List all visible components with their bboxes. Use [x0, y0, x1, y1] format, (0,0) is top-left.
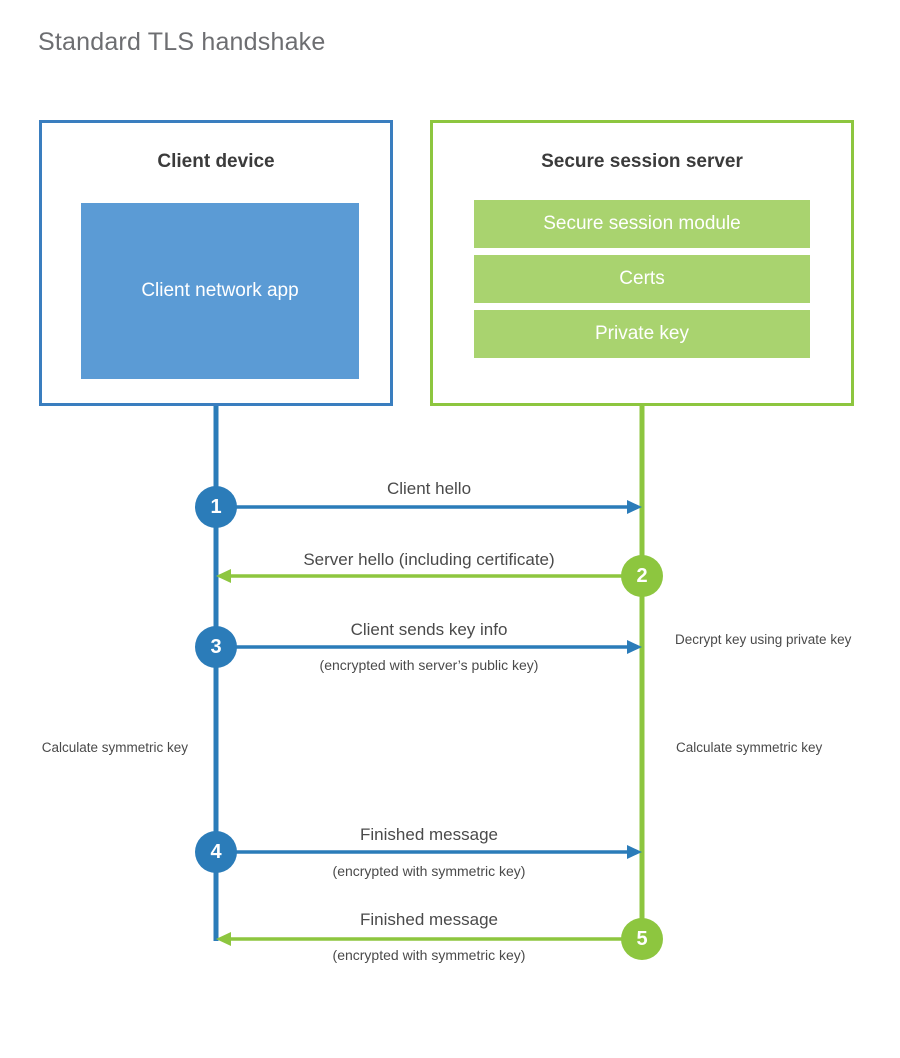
step-circle-5: 5 — [621, 918, 663, 960]
arrow-step-2 — [216, 569, 642, 583]
step-label-3: Client sends key info — [350, 620, 508, 639]
arrow-step-4 — [216, 845, 642, 859]
annotation-client-calculate-symmetric-key: Calculate symmetric key — [41, 740, 188, 755]
step-label-2: Server hello (including certificate) — [303, 550, 555, 569]
step-circle-1: 1 — [195, 486, 237, 528]
annotation-server-calculate-symmetric-key: Calculate symmetric key — [676, 740, 823, 755]
page-title: Standard TLS handshake — [38, 28, 326, 56]
secure-session-server-title: Secure session server — [541, 151, 743, 172]
step-label-4: Finished message — [360, 825, 498, 844]
step-label-5: Finished message — [360, 910, 498, 929]
client-network-app-block: Client network app — [81, 203, 359, 379]
step-circle-3: 3 — [195, 626, 237, 668]
client-device-title: Client device — [157, 151, 275, 172]
step-sublabel-4: (encrypted with symmetric key) — [332, 863, 526, 879]
arrow-step-5 — [216, 932, 642, 946]
arrow-step-1 — [216, 500, 642, 514]
arrow-step-3 — [216, 640, 642, 654]
step-circle-2: 2 — [621, 555, 663, 597]
server-module-private-key: Private key — [474, 310, 810, 358]
step-sublabel-5: (encrypted with symmetric key) — [332, 947, 526, 963]
client-device-box: Client device Client network app — [39, 120, 393, 406]
secure-session-server-box: Secure session server Secure session mod… — [430, 120, 854, 406]
server-module-certs: Certs — [474, 255, 810, 303]
annotation-decrypt-key: Decrypt key using private key — [675, 632, 852, 647]
step-sublabel-3: (encrypted with server’s public key) — [319, 657, 539, 673]
step-circle-4: 4 — [195, 831, 237, 873]
step-label-1: Client hello — [386, 479, 472, 498]
server-module-secure-session-module: Secure session module — [474, 200, 810, 248]
